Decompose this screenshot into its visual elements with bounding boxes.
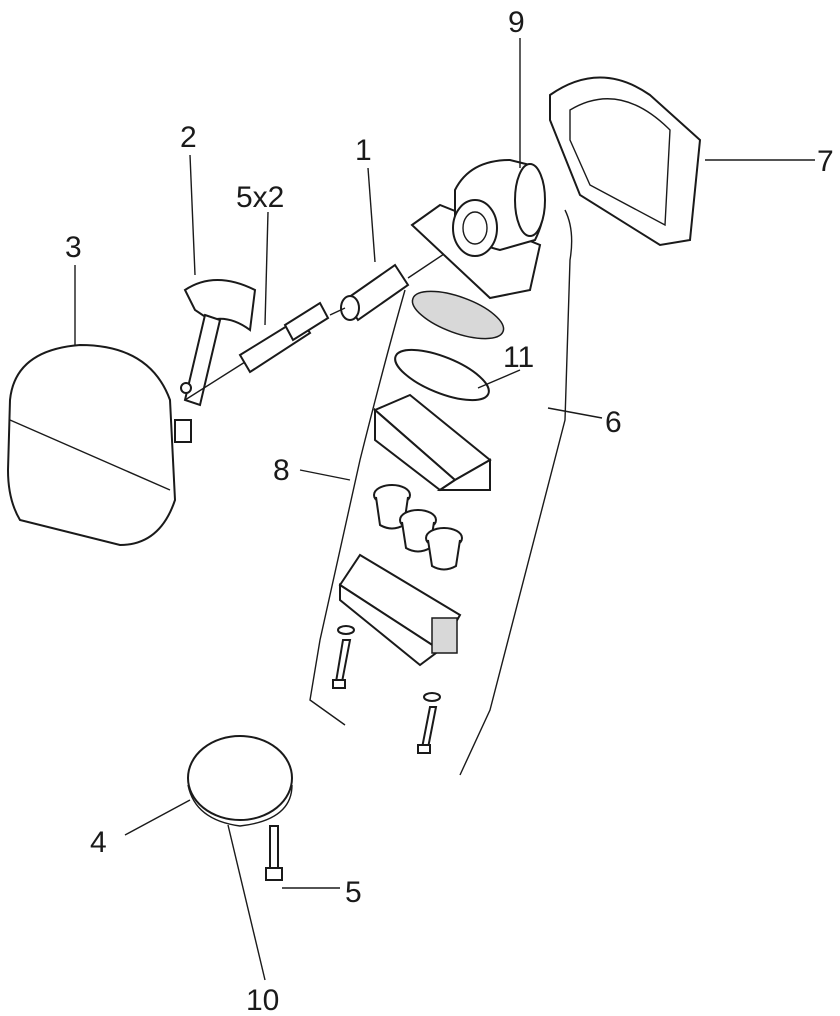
callout-8: 8	[273, 454, 290, 487]
callout-5: 5	[345, 876, 362, 909]
part-gasket	[411, 290, 505, 340]
callout-10: 10	[246, 984, 279, 1016]
part-shaft	[184, 301, 330, 401]
callout-7: 7	[817, 145, 834, 178]
callout-4: 4	[90, 826, 107, 859]
part-cartridge	[329, 249, 451, 322]
callout-1: 1	[355, 134, 372, 167]
part-tray	[338, 553, 462, 667]
leader-lines	[74, 38, 815, 981]
callout-3: 3	[65, 231, 82, 264]
callout-9: 9	[508, 6, 525, 39]
callout-2: 2	[180, 121, 197, 154]
part-back-plate	[549, 76, 702, 247]
part-lever	[180, 279, 257, 407]
part-cover	[6, 343, 192, 547]
callout-6: 6	[605, 406, 622, 439]
part-block	[373, 393, 492, 492]
part-cups	[373, 484, 463, 571]
callout-5x2: 5x2	[236, 181, 284, 214]
callout-11: 11	[503, 341, 534, 374]
part-screws	[332, 625, 441, 754]
part-valve-body	[410, 158, 546, 300]
part-cover-plate	[187, 735, 293, 881]
part-o-ring	[394, 348, 490, 402]
